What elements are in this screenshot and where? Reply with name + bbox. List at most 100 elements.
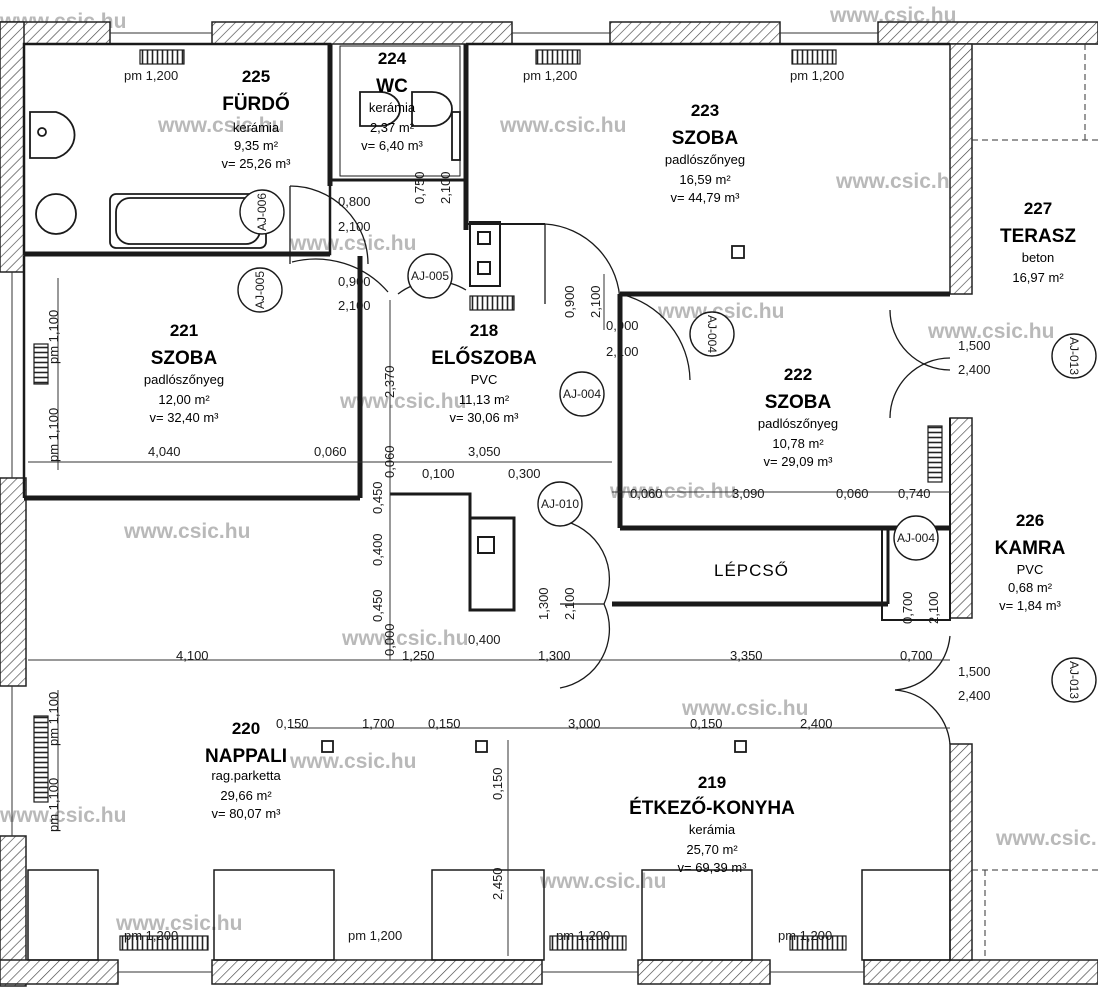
dimension-label: 1,300	[538, 648, 571, 663]
room-226: 226 KAMRA PVC 0,68 m² v= 1,84 m³	[995, 511, 1066, 613]
radiator-icon	[927, 425, 943, 483]
dimension-label: 2,100	[588, 285, 603, 318]
dimension-label: pm 1,200	[348, 928, 402, 943]
radiator-icon	[469, 295, 515, 311]
room-name: TERASZ	[1000, 226, 1076, 247]
radiator-icon	[789, 935, 847, 951]
dimension-label: 3,350	[730, 648, 763, 663]
bidet	[411, 91, 453, 127]
room-area: 16,59 m²	[679, 172, 731, 187]
room-name: FÜRDŐ	[222, 93, 290, 115]
dimension-label: pm 1,200	[778, 928, 832, 943]
dimension-label: 3,000	[568, 716, 601, 731]
dimension-label: 0,150	[428, 716, 461, 731]
door-tag-labels: AJ-006 AJ-005 AJ-005 AJ-004 AJ-004 AJ-01…	[253, 193, 1081, 700]
room-volume: v= 44,79 m³	[670, 190, 740, 205]
dimension-label: 1,250	[402, 648, 435, 663]
door-tag: AJ-013	[1067, 661, 1081, 699]
room-area: 12,00 m²	[158, 392, 210, 407]
room-area: 29,66 m²	[220, 788, 272, 803]
interior-walls	[22, 42, 951, 961]
door-tag-circle	[689, 311, 735, 357]
radiator-icon	[139, 49, 185, 65]
door-tag-circle	[1051, 657, 1097, 703]
dimension-label: 1,500	[958, 338, 991, 353]
room-volume: v= 6,40 m³	[361, 138, 423, 153]
watermark: www.csic.hu	[289, 750, 416, 773]
room-221: 221 SZOBA padlószőnyeg 12,00 m² v= 32,40…	[144, 321, 224, 425]
watermark: www.csic.hu	[927, 320, 1054, 343]
room-number: 218	[470, 321, 498, 340]
column-marker	[475, 740, 488, 753]
dimension-label: pm 1,200	[124, 68, 178, 83]
room-area: 10,78 m²	[772, 436, 824, 451]
room-floor: padlószőnyeg	[665, 152, 745, 167]
vent-marker	[731, 245, 745, 259]
room-name: KAMRA	[995, 538, 1066, 559]
dimension-label: 2,100	[338, 298, 371, 313]
room-volume: v= 1,84 m³	[999, 598, 1061, 613]
room-area: 0,68 m²	[1008, 580, 1053, 595]
watermark: www.csic.hu	[681, 697, 808, 720]
dimension-label: 0,060	[382, 445, 397, 478]
dimension-label: 0,100	[422, 466, 455, 481]
dimension-label: 2,450	[490, 867, 505, 900]
room-area: 2,37 m²	[370, 120, 415, 135]
radiators	[33, 49, 943, 951]
dimension-label: 2,400	[800, 716, 833, 731]
room-number: 226	[1016, 511, 1044, 530]
room-227: 227 TERASZ beton 16,97 m²	[1000, 199, 1076, 285]
watermark: www.csic.hu	[289, 232, 416, 255]
watermark: www.csic.hu	[123, 520, 250, 543]
sink-drain	[37, 127, 47, 137]
watermark: www.csic.hu	[499, 114, 626, 137]
radiator-icon	[33, 343, 49, 385]
toilet	[359, 91, 401, 127]
room-name: SZOBA	[151, 348, 218, 369]
room-name: NAPPALI	[205, 746, 287, 767]
radiator-icon	[119, 935, 209, 951]
dimension-label: 1,500	[958, 664, 991, 679]
dimension-label: 1,700	[362, 716, 395, 731]
dimension-label: 4,040	[148, 444, 181, 459]
room-volume: v= 80,07 m³	[211, 806, 281, 821]
dimension-label: 0,150	[490, 767, 505, 800]
dimension-label: pm 1,100	[46, 778, 61, 832]
dimension-label: 4,100	[176, 648, 209, 663]
door-tags	[237, 189, 1097, 703]
dimension-label: 0,060	[836, 486, 869, 501]
radiator-icon	[791, 49, 837, 65]
dimension-label: 2,100	[926, 591, 941, 624]
room-floor: PVC	[471, 372, 498, 387]
dimension-label: 2,100	[438, 171, 453, 204]
room-224: 224 WC kerámia 2,37 m² v= 6,40 m³	[361, 49, 423, 153]
room-volume: v= 30,06 m³	[449, 410, 519, 425]
room-floor: beton	[1022, 250, 1055, 265]
room-225: 225 FÜRDŐ kerámia 9,35 m² v= 25,26 m³	[221, 67, 291, 171]
radiator-icon	[535, 49, 581, 65]
room-218: 218 ELŐSZOBA PVC 11,13 m² v= 30,06 m³	[431, 321, 537, 425]
dimension-label: 0,800	[338, 194, 371, 209]
dimension-label: 0,700	[900, 591, 915, 624]
room-222: 222 SZOBA padlószőnyeg 10,78 m² v= 29,09…	[758, 365, 838, 469]
room-number: 220	[232, 719, 260, 738]
watermark: www.csic.hu	[339, 390, 466, 413]
door-tag: AJ-005	[411, 269, 449, 283]
room-219: 219 ÉTKEZŐ-KONYHA kerámia 25,70 m² v= 69…	[629, 773, 795, 875]
room-floor: padlószőnyeg	[758, 416, 838, 431]
dimension-label: pm 1,100	[46, 310, 61, 364]
stair-label: LÉPCSŐ	[714, 561, 789, 580]
door-tag: AJ-006	[255, 193, 269, 231]
room-floor: PVC	[1017, 562, 1044, 577]
dimension-label: pm 1,100	[46, 408, 61, 462]
dimension-label: 0,450	[370, 481, 385, 514]
dimension-label: 2,100	[606, 344, 639, 359]
watermark: www.csic.hu	[539, 870, 666, 893]
dimension-label: 0,000	[382, 623, 397, 656]
room-floor: rag.parketta	[211, 768, 281, 783]
dimension-label: 3,050	[468, 444, 501, 459]
watermark: www.csic.hu	[115, 912, 242, 935]
watermark: www.csic.hu	[341, 627, 468, 650]
wc-shelf	[451, 111, 461, 161]
dimension-label: 1,300	[536, 587, 551, 620]
